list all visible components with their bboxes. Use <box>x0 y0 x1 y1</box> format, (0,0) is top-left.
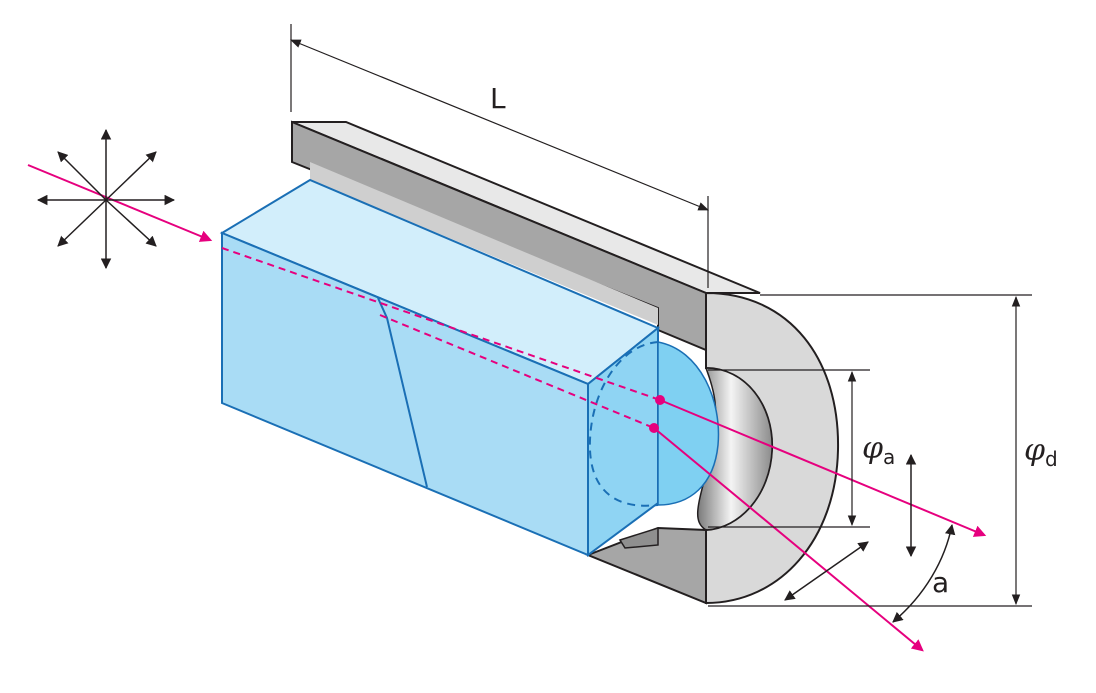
diameter-label: φd <box>1024 433 1058 471</box>
incident-beam <box>27 164 213 242</box>
internal-beam-o <box>221 247 661 401</box>
aperture-label: φa <box>862 431 895 469</box>
crystal-split-line <box>377 297 428 488</box>
beam-point-2 <box>649 423 659 433</box>
separation-arrows <box>784 453 956 623</box>
crystal-aperture <box>657 341 720 506</box>
dimension-length <box>289 24 710 288</box>
dimension-diameter <box>708 294 1032 607</box>
diagonal-displacement-arrow <box>784 541 869 601</box>
length-label: L <box>490 82 506 115</box>
angle-label: a <box>932 566 949 599</box>
polarization-star-icon <box>36 128 176 270</box>
dimension-aperture <box>708 369 870 528</box>
beams <box>27 164 987 652</box>
angle-arc <box>892 523 956 623</box>
crystal-aperture-dashed <box>588 341 659 507</box>
internal-beam-e <box>379 314 655 429</box>
exit-beam-straight <box>659 399 987 537</box>
exit-beam-deflected <box>653 427 924 652</box>
housing-bottom-lip <box>618 526 659 549</box>
beam-point-1 <box>655 395 665 405</box>
